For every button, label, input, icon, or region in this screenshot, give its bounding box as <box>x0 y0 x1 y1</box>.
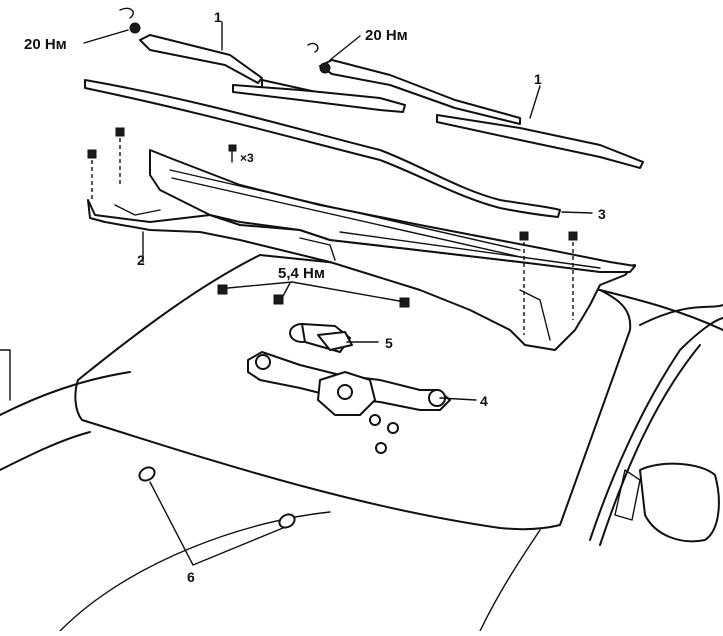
callout-5-motor: 5 <box>385 335 393 351</box>
callout-1-right-arm: 1 <box>534 71 542 87</box>
callout-2-cowl: 2 <box>137 252 145 268</box>
torque-label-arm-left: 20 Нм <box>24 36 67 53</box>
washer-nozzle-right <box>278 513 296 529</box>
wiper-arm-right <box>319 59 521 125</box>
car-body-outline <box>0 289 723 632</box>
wiper-linkage <box>247 351 451 416</box>
cowl-panel <box>87 149 636 351</box>
torque-label-arm-right: 20 Нм <box>365 27 408 44</box>
washer-nozzles <box>138 466 296 566</box>
arm-nut-left <box>129 22 141 34</box>
hood-seal-strip <box>84 79 561 218</box>
wiper-blade-left <box>232 84 406 113</box>
callout-3-seal: 3 <box>598 206 606 222</box>
washer-nozzle-left <box>138 466 156 482</box>
fasteners <box>87 7 578 454</box>
cowl-vent-hatching <box>169 169 601 269</box>
wiper-blade-right <box>436 114 644 169</box>
wiper-motor <box>289 323 353 353</box>
windshield-glass <box>74 254 632 531</box>
callout-6-nozzles: 6 <box>187 569 195 585</box>
leader-lines <box>83 21 593 401</box>
bolt-quantity-label: ×3 <box>240 151 254 165</box>
arm-nut-right <box>319 62 331 74</box>
callout-1-left-arm: 1 <box>214 9 222 25</box>
callout-4-linkage: 4 <box>480 393 488 409</box>
cowl-clips <box>87 127 578 335</box>
torque-label-linkage: 5,4 Нм <box>278 265 325 282</box>
